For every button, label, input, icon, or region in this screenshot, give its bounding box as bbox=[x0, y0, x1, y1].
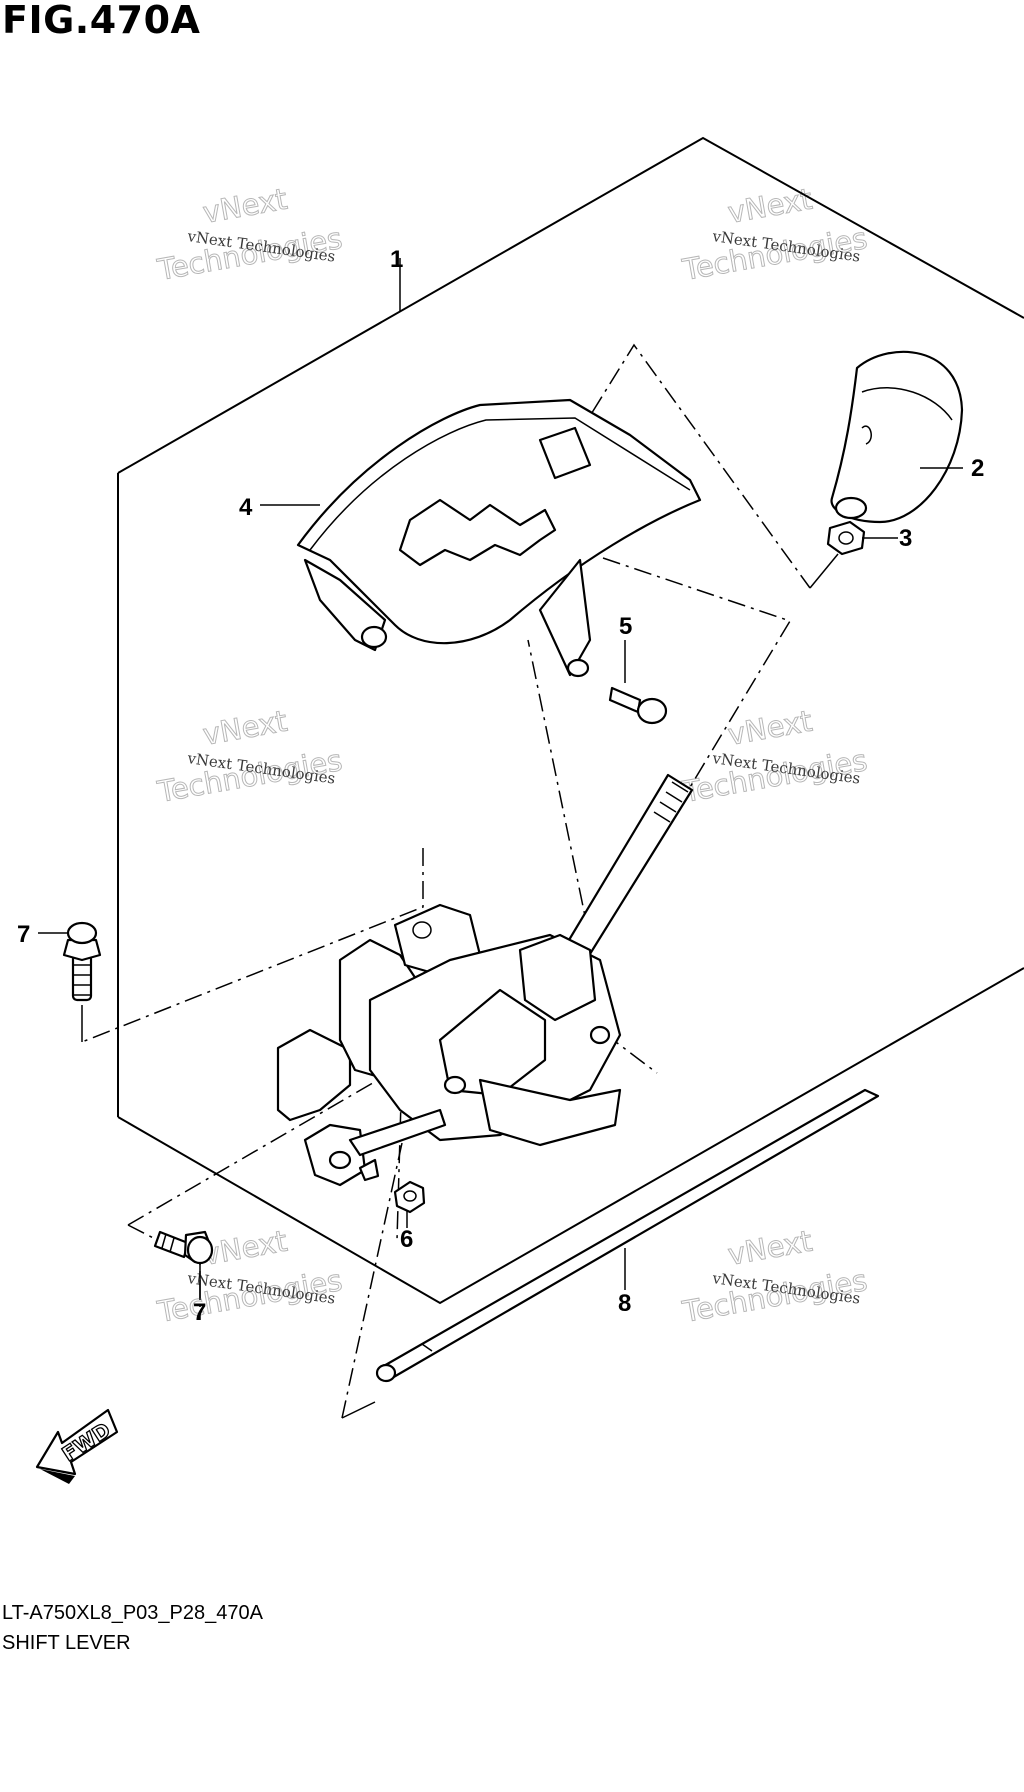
shift-knob bbox=[830, 350, 964, 524]
watermark-top-left: vNext Technologies vNext Technologies bbox=[154, 181, 345, 287]
watermark-bottom-right: vNext Technologies vNext Technologies bbox=[679, 1223, 870, 1329]
svg-text:vNext: vNext bbox=[725, 704, 814, 752]
callout-leaders bbox=[38, 467, 963, 1300]
lever-bracket-assembly bbox=[276, 903, 622, 1187]
bolt-7-lower bbox=[153, 1230, 214, 1265]
callout-3: 3 bbox=[899, 525, 912, 552]
nut-3 bbox=[826, 520, 866, 556]
callout-1: 1 bbox=[390, 246, 403, 273]
svg-text:vNext: vNext bbox=[725, 182, 814, 230]
shift-gate-cover bbox=[296, 398, 702, 678]
svg-text:vNext: vNext bbox=[200, 1224, 289, 1272]
leader-lines bbox=[81, 258, 839, 1419]
callout-7-upper: 7 bbox=[17, 921, 30, 948]
watermark-mid-left: vNext Technologies vNext Technologies bbox=[154, 703, 345, 809]
fwd-direction-badge: FWD bbox=[35, 1408, 119, 1484]
fwd-arrow-icon bbox=[35, 1408, 119, 1476]
assembly-frame bbox=[117, 136, 1024, 1305]
callout-4: 4 bbox=[239, 494, 253, 521]
long-rod bbox=[375, 1088, 880, 1383]
svg-text:vNext: vNext bbox=[725, 1224, 814, 1272]
callout-8: 8 bbox=[618, 1290, 631, 1317]
callout-6: 6 bbox=[400, 1226, 413, 1253]
figure-title: FIG.470A bbox=[2, 0, 201, 42]
bolt-5 bbox=[608, 686, 668, 725]
watermark-bottom-left: vNext Technologies vNext Technologies bbox=[154, 1223, 345, 1329]
callout-7-lower: 7 bbox=[193, 1299, 206, 1326]
svg-text:vNext: vNext bbox=[200, 182, 289, 230]
model-code: LT-A750XL8_P03_P28_470A bbox=[2, 1602, 263, 1624]
callout-5: 5 bbox=[619, 613, 632, 640]
shift-rod bbox=[558, 773, 694, 972]
svg-text:vNext: vNext bbox=[200, 704, 289, 752]
callout-2: 2 bbox=[971, 455, 984, 482]
watermark-top-right: vNext Technologies vNext Technologies bbox=[679, 181, 870, 287]
nut-6 bbox=[393, 1180, 426, 1214]
bolt-7-upper bbox=[62, 921, 102, 1002]
part-group-name: SHIFT LEVER bbox=[2, 1632, 131, 1654]
